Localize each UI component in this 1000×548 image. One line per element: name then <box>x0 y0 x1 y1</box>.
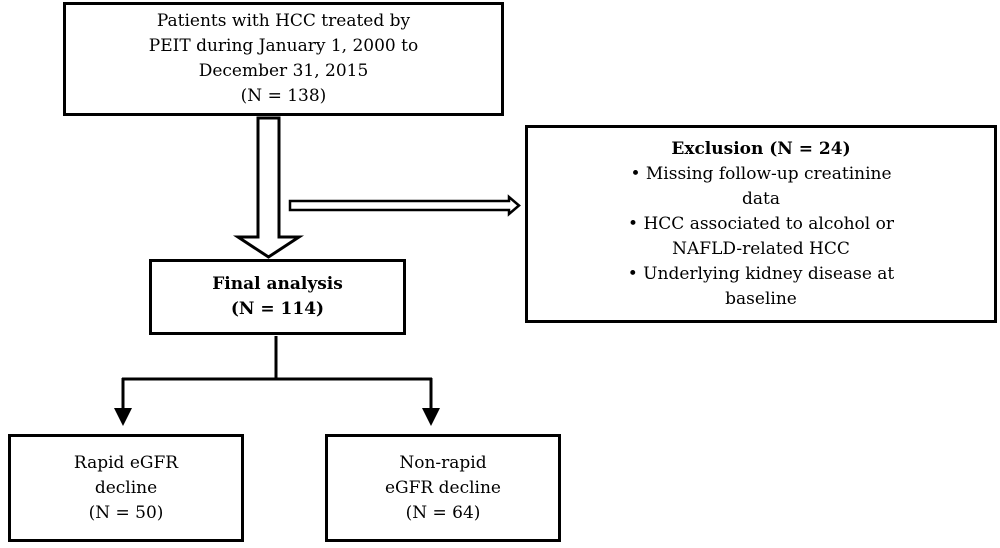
nonrapid-count: (N = 64) <box>405 502 481 523</box>
box-exclusion: Exclusion (N = 24) • Missing follow-up c… <box>525 125 997 323</box>
exclusion-arrow <box>288 194 521 217</box>
exclusion-line-6: baseline <box>725 288 797 309</box>
top-box-count: (N = 138) <box>240 86 327 106</box>
arrowhead-nonrapid <box>422 408 440 426</box>
split-connector <box>121 336 433 410</box>
exclusion-line-2: data <box>742 188 780 209</box>
exclusion-line-3: • HCC associated to alcohol or <box>628 213 894 234</box>
box-rapid-egfr-decline: Rapid eGFR decline (N = 50) <box>8 434 244 542</box>
exclusion-line-4: NAFLD-related HCC <box>672 238 850 259</box>
nonrapid-line-1: Non-rapid <box>399 452 487 473</box>
final-analysis-title: Final analysis <box>212 274 343 294</box>
exclusion-line-1: • Missing follow-up creatinine <box>630 163 892 184</box>
top-box-line-3: December 31, 2015 <box>198 61 369 81</box>
nonrapid-line-2: eGFR decline <box>385 477 501 498</box>
rapid-line-2: decline <box>94 477 158 498</box>
rapid-line-1: Rapid eGFR <box>73 452 179 473</box>
exclusion-line-5: • Underlying kidney disease at <box>627 263 895 284</box>
top-box-line-2: PEIT during January 1, 2000 to <box>148 36 419 56</box>
main-flow-arrow <box>232 116 305 259</box>
final-analysis-count: (N = 114) <box>230 299 325 319</box>
exclusion-title: Exclusion (N = 24) <box>671 138 851 159</box>
top-box-line-1: Patients with HCC treated by <box>156 11 411 31</box>
box-nonrapid-egfr-decline: Non-rapid eGFR decline (N = 64) <box>325 434 561 542</box>
arrowhead-rapid <box>114 408 132 426</box>
box-patients-hcc: Patients with HCC treated by PEIT during… <box>63 2 504 116</box>
box-final-analysis: Final analysis (N = 114) <box>149 259 406 335</box>
rapid-count: (N = 50) <box>88 502 164 523</box>
